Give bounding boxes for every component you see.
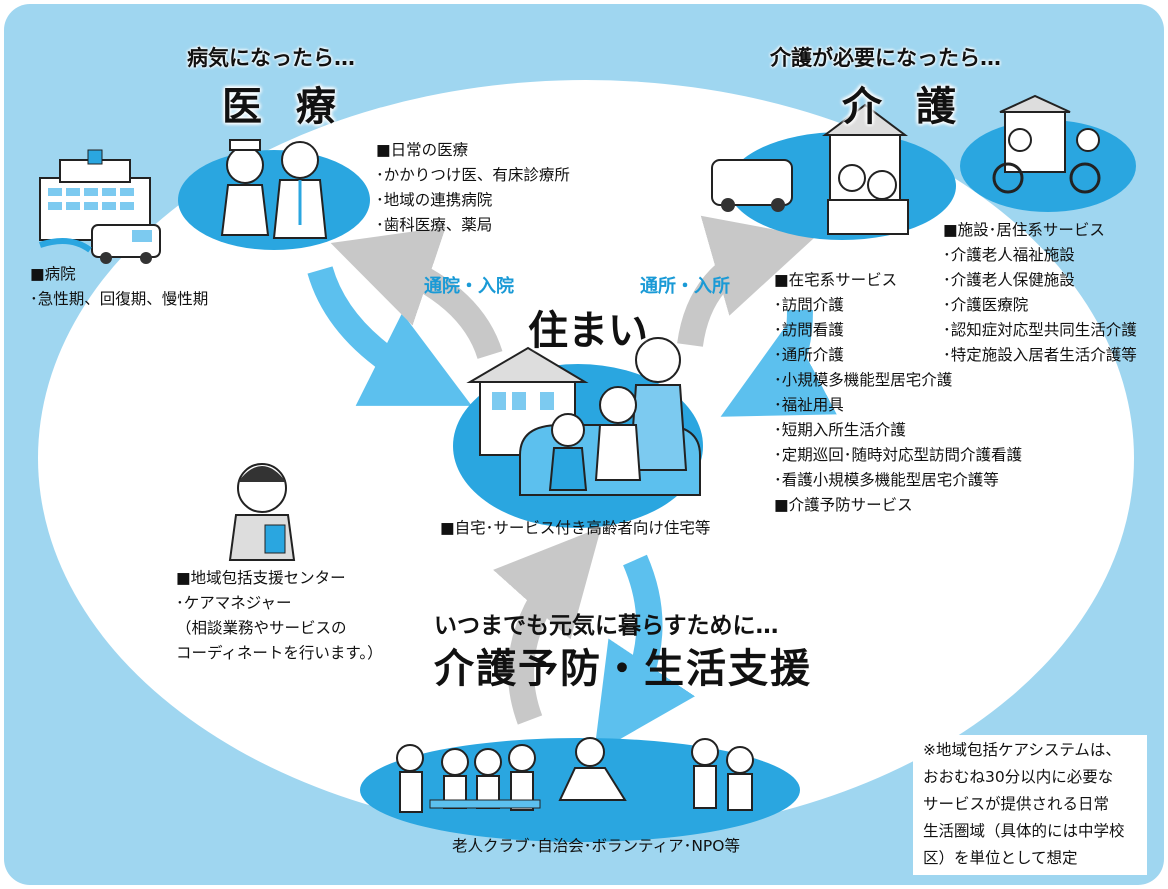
support-center-line: ･ケアマネジャー — [176, 594, 292, 612]
daily-medical-item: ･歯科医療、薬局 — [376, 216, 493, 234]
medical-subtitle: 病気になったら… — [187, 46, 355, 70]
support-center-line: （相談業務やサービスの — [176, 619, 347, 637]
arrow-hospital-to-home — [307, 266, 472, 406]
arrow-home-to-hospital — [330, 226, 503, 360]
home-care-illustration — [711, 103, 956, 240]
medical-title: 医 療 — [222, 84, 346, 130]
daily-medical-item: ■日常の医療 — [376, 141, 469, 159]
note-line: サービスが提供される日常 — [923, 795, 1110, 813]
facility-service-item: ･認知症対応型共同生活介護 — [943, 321, 1137, 339]
facility-service-item: ･介護医療院 — [943, 296, 1029, 314]
hospital-list-item: ■病院 — [30, 265, 76, 283]
support-center-line: コーディネートを行います。） — [176, 644, 383, 662]
arrow-home-to-care — [677, 215, 815, 348]
arrow-home-to-prevention — [594, 554, 695, 754]
note-line: おおむね30分以内に必要な — [923, 768, 1114, 786]
facility-service-list: ■施設･居住系サービス ･介護老人福祉施設 ･介護老人保健施設 ･介護医療院 ･… — [943, 218, 1137, 368]
home-service-item: ･訪問介護 — [774, 296, 844, 314]
hospital-list: ■病院 ･急性期、回復期、慢性期 — [30, 262, 208, 312]
facility-service-item: ･介護老人保健施設 — [943, 271, 1075, 289]
home-service-item: ･短期入所生活介護 — [774, 421, 906, 439]
prevention-caption: 老人クラブ･自治会･ボランティア･NPO等 — [452, 837, 740, 855]
prevention-title: 介護予防・生活支援 — [434, 646, 812, 692]
flow-label-hospital: 通院・入院 — [424, 276, 514, 297]
daily-medical-item: ･地域の連携病院 — [376, 191, 493, 209]
facility-service-item: ■施設･居住系サービス — [943, 221, 1105, 239]
medical-staff-illustration — [178, 139, 370, 250]
arrows — [307, 215, 837, 754]
facility-service-item: ･特定施設入居者生活介護等 — [943, 346, 1137, 364]
note-box: ※地域包括ケアシステムは、 おおむね30分以内に必要な サービスが提供される日常… — [913, 735, 1147, 875]
daily-medical-item: ･かかりつけ医、有床診療所 — [376, 166, 570, 184]
home-service-item: ･訪問看護 — [774, 321, 844, 339]
housing-caption: ■自宅･サービス付き高齢者向け住宅等 — [440, 519, 711, 537]
home-service-item: ･小規模多機能型居宅介護 — [774, 371, 953, 389]
prevention-subtitle: いつまでも元気に暮らすために… — [434, 613, 779, 639]
arrow-care-to-home — [720, 309, 837, 417]
community-illustration — [360, 737, 800, 842]
home-service-item: ･通所介護 — [774, 346, 844, 364]
care-title: 介 護 — [842, 84, 966, 130]
housing-illustration — [453, 337, 703, 528]
home-service-item: ･看護小規模多機能型居宅介護等 — [774, 471, 999, 489]
arrow-prevention-to-home — [493, 527, 602, 725]
home-service-item: ･定期巡回･随時対応型訪問介護看護 — [774, 446, 1023, 464]
home-service-list: ■在宅系サービス ･訪問介護 ･訪問看護 ･通所介護 ･小規模多機能型居宅介護 … — [774, 268, 1022, 518]
home-service-item: ■在宅系サービス — [774, 271, 898, 289]
daily-medical-list: ■日常の医療 ･かかりつけ医、有床診療所 ･地域の連携病院 ･歯科医療、薬局 — [376, 138, 570, 238]
note-line: ※地域包括ケアシステムは、 — [923, 741, 1121, 759]
support-center-line: ■地域包括支援センター — [176, 569, 346, 587]
facility-care-illustration — [960, 94, 1136, 212]
support-center-text: ■地域包括支援センター ･ケアマネジャー （相談業務やサービスの コーディネート… — [176, 566, 383, 666]
home-service-item: ■介護予防サービス — [774, 496, 913, 514]
flow-label-facility: 通所・入所 — [640, 276, 730, 297]
facility-service-item: ･介護老人福祉施設 — [943, 246, 1075, 264]
care-manager-illustration — [228, 463, 296, 561]
note-line: 生活圏域（具体的には中学校 — [923, 822, 1125, 840]
care-subtitle: 介護が必要になったら… — [770, 46, 1001, 70]
home-service-item: ･福祉用具 — [774, 396, 844, 414]
note-line: 区）を単位として想定 — [923, 849, 1078, 867]
housing-title: 住まい — [528, 308, 648, 354]
hospital-illustration — [39, 149, 161, 264]
hospital-list-item: ･急性期、回復期、慢性期 — [30, 290, 209, 308]
